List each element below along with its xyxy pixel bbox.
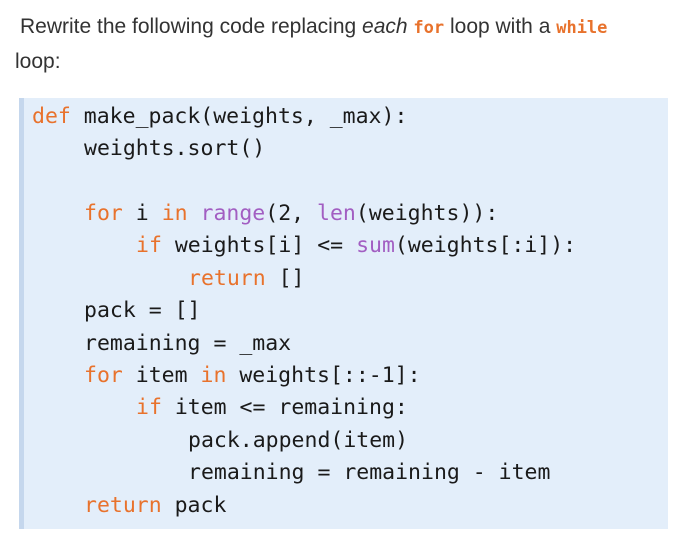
code-text: weights[i] <= bbox=[161, 233, 357, 258]
code-line-2: weights.sort() bbox=[84, 133, 265, 165]
keyword-if: if bbox=[136, 233, 162, 258]
builtin-sum: sum bbox=[356, 233, 395, 258]
code-line-11: remaining = remaining - item bbox=[188, 457, 550, 489]
code-line-3: for i in range(2, len(weights)): bbox=[84, 198, 498, 230]
code-line-1: def make_pack(weights, _max): bbox=[32, 101, 407, 133]
builtin-range: range bbox=[200, 201, 266, 226]
code-line-7: remaining = _max bbox=[84, 328, 291, 360]
prompt-text-2: loop with a bbox=[444, 15, 557, 38]
code-text: (weights)): bbox=[355, 201, 499, 226]
code-text: remaining = remaining - item bbox=[188, 460, 551, 485]
code-text bbox=[188, 201, 201, 226]
code-text: (2, bbox=[265, 201, 318, 226]
code-text: remaining = _max bbox=[84, 331, 292, 356]
code-line-6: pack = [] bbox=[84, 295, 201, 327]
code-text: item bbox=[122, 363, 201, 388]
code-line-9: if item <= remaining: bbox=[136, 392, 408, 424]
builtin-len: len bbox=[317, 201, 356, 226]
keyword-for: for bbox=[84, 363, 123, 388]
keyword-in: in bbox=[161, 201, 188, 226]
code-text: weights[::-1]: bbox=[226, 363, 421, 388]
code-line-8: for item in weights[::-1]: bbox=[84, 360, 421, 392]
code-text: weights.sort() bbox=[84, 136, 266, 161]
keyword-if: if bbox=[136, 395, 162, 420]
code-text: make_pack(weights, _max): bbox=[70, 104, 408, 129]
keyword-in: in bbox=[200, 363, 227, 388]
code-text: [] bbox=[265, 266, 305, 291]
code-line-5: return [] bbox=[188, 263, 305, 295]
keyword-for: for bbox=[84, 201, 123, 226]
code-text: pack = [] bbox=[84, 298, 201, 323]
prompt-while-keyword: while bbox=[556, 18, 608, 38]
code-text: (weights[:i]): bbox=[394, 233, 577, 258]
keyword-return: return bbox=[84, 493, 162, 518]
code-text: item <= remaining: bbox=[161, 395, 408, 420]
keyword-def: def bbox=[32, 104, 71, 129]
prompt-each: each bbox=[362, 15, 408, 38]
prompt-text-3: loop: bbox=[15, 50, 61, 73]
code-line-10: pack.append(item) bbox=[188, 425, 408, 457]
code-line-4: if weights[i] <= sum(weights[:i]): bbox=[136, 230, 576, 262]
code-text: pack.append(item) bbox=[188, 428, 409, 453]
prompt-text-1: Rewrite the following code replacing bbox=[20, 15, 363, 38]
code-line-12: return pack bbox=[84, 490, 226, 522]
prompt-for-keyword: for bbox=[413, 18, 445, 38]
question-prompt: Rewrite the following code replacing eac… bbox=[15, 10, 660, 79]
keyword-return: return bbox=[188, 266, 266, 291]
code-text: i bbox=[122, 201, 162, 226]
code-text: pack bbox=[161, 493, 227, 518]
code-block: def make_pack(weights, _max): weights.so… bbox=[19, 98, 668, 529]
